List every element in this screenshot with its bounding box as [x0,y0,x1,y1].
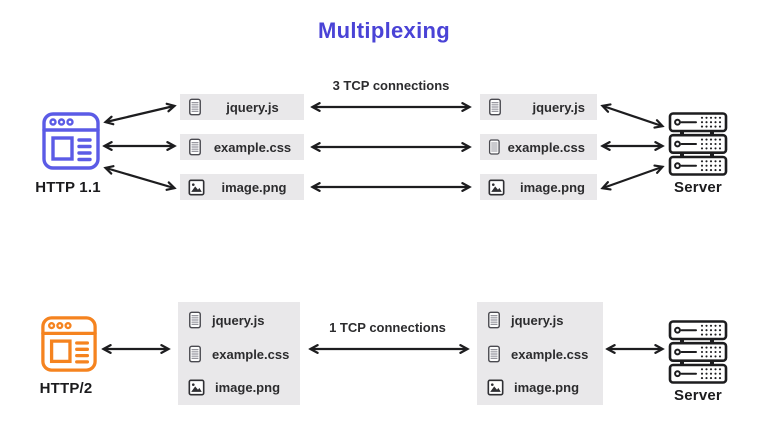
file-name: example.css [511,346,589,362]
http2-server-label: Server [674,387,722,404]
document-icon [488,98,502,116]
document-icon [487,345,501,363]
file-name: jquery.js [212,312,265,328]
file-name: example.css [507,139,585,155]
browser-icon-http2 [40,314,98,374]
image-icon [487,379,504,396]
file-box-jquery-client: jquery.js [180,94,304,120]
diagram-title: Multiplexing [318,18,450,43]
file-box-css-client: example.css [180,134,304,160]
file-name: example.css [212,346,290,362]
file-name: example.css [213,139,292,155]
file-box-jquery-server: jquery.js [480,94,597,120]
file-row-image: image.png [487,379,593,396]
image-icon [188,379,205,396]
http11-server-label: Server [674,179,722,196]
document-icon [188,138,202,156]
multiplexed-box-client: jquery.js example.css image.png [178,302,300,405]
file-name: image.png [519,179,585,195]
file-row-css: example.css [487,345,593,363]
file-row-css: example.css [188,345,290,363]
image-icon [488,179,505,196]
file-box-image-client: image.png [180,174,304,200]
file-box-css-server: example.css [480,134,597,160]
document-icon [487,311,501,329]
file-name: jquery.js [511,312,564,328]
file-name: jquery.js [226,99,279,115]
document-icon [488,138,501,156]
file-name: jquery.js [532,99,585,115]
http2-client-label: HTTP/2 [39,380,93,397]
file-name: image.png [514,380,580,395]
file-row-image: image.png [188,379,290,396]
document-icon [188,345,202,363]
http11-connection-label: 3 TCP connections [332,78,450,93]
file-box-image-server: image.png [480,174,597,200]
file-name: image.png [221,179,287,195]
server-icon-http11 [668,112,728,176]
multiplexed-box-server: jquery.js example.css image.png [477,302,603,405]
http11-client-label: HTTP 1.1 [35,179,101,196]
browser-icon-http11 [41,110,101,172]
image-icon [188,179,205,196]
server-icon-http2 [668,320,728,384]
file-name: image.png [215,380,281,395]
file-row-jquery: jquery.js [188,311,290,329]
http2-connection-label: 1 TCP connections [329,320,446,335]
document-icon [188,311,202,329]
document-icon [188,98,202,116]
file-row-jquery: jquery.js [487,311,593,329]
